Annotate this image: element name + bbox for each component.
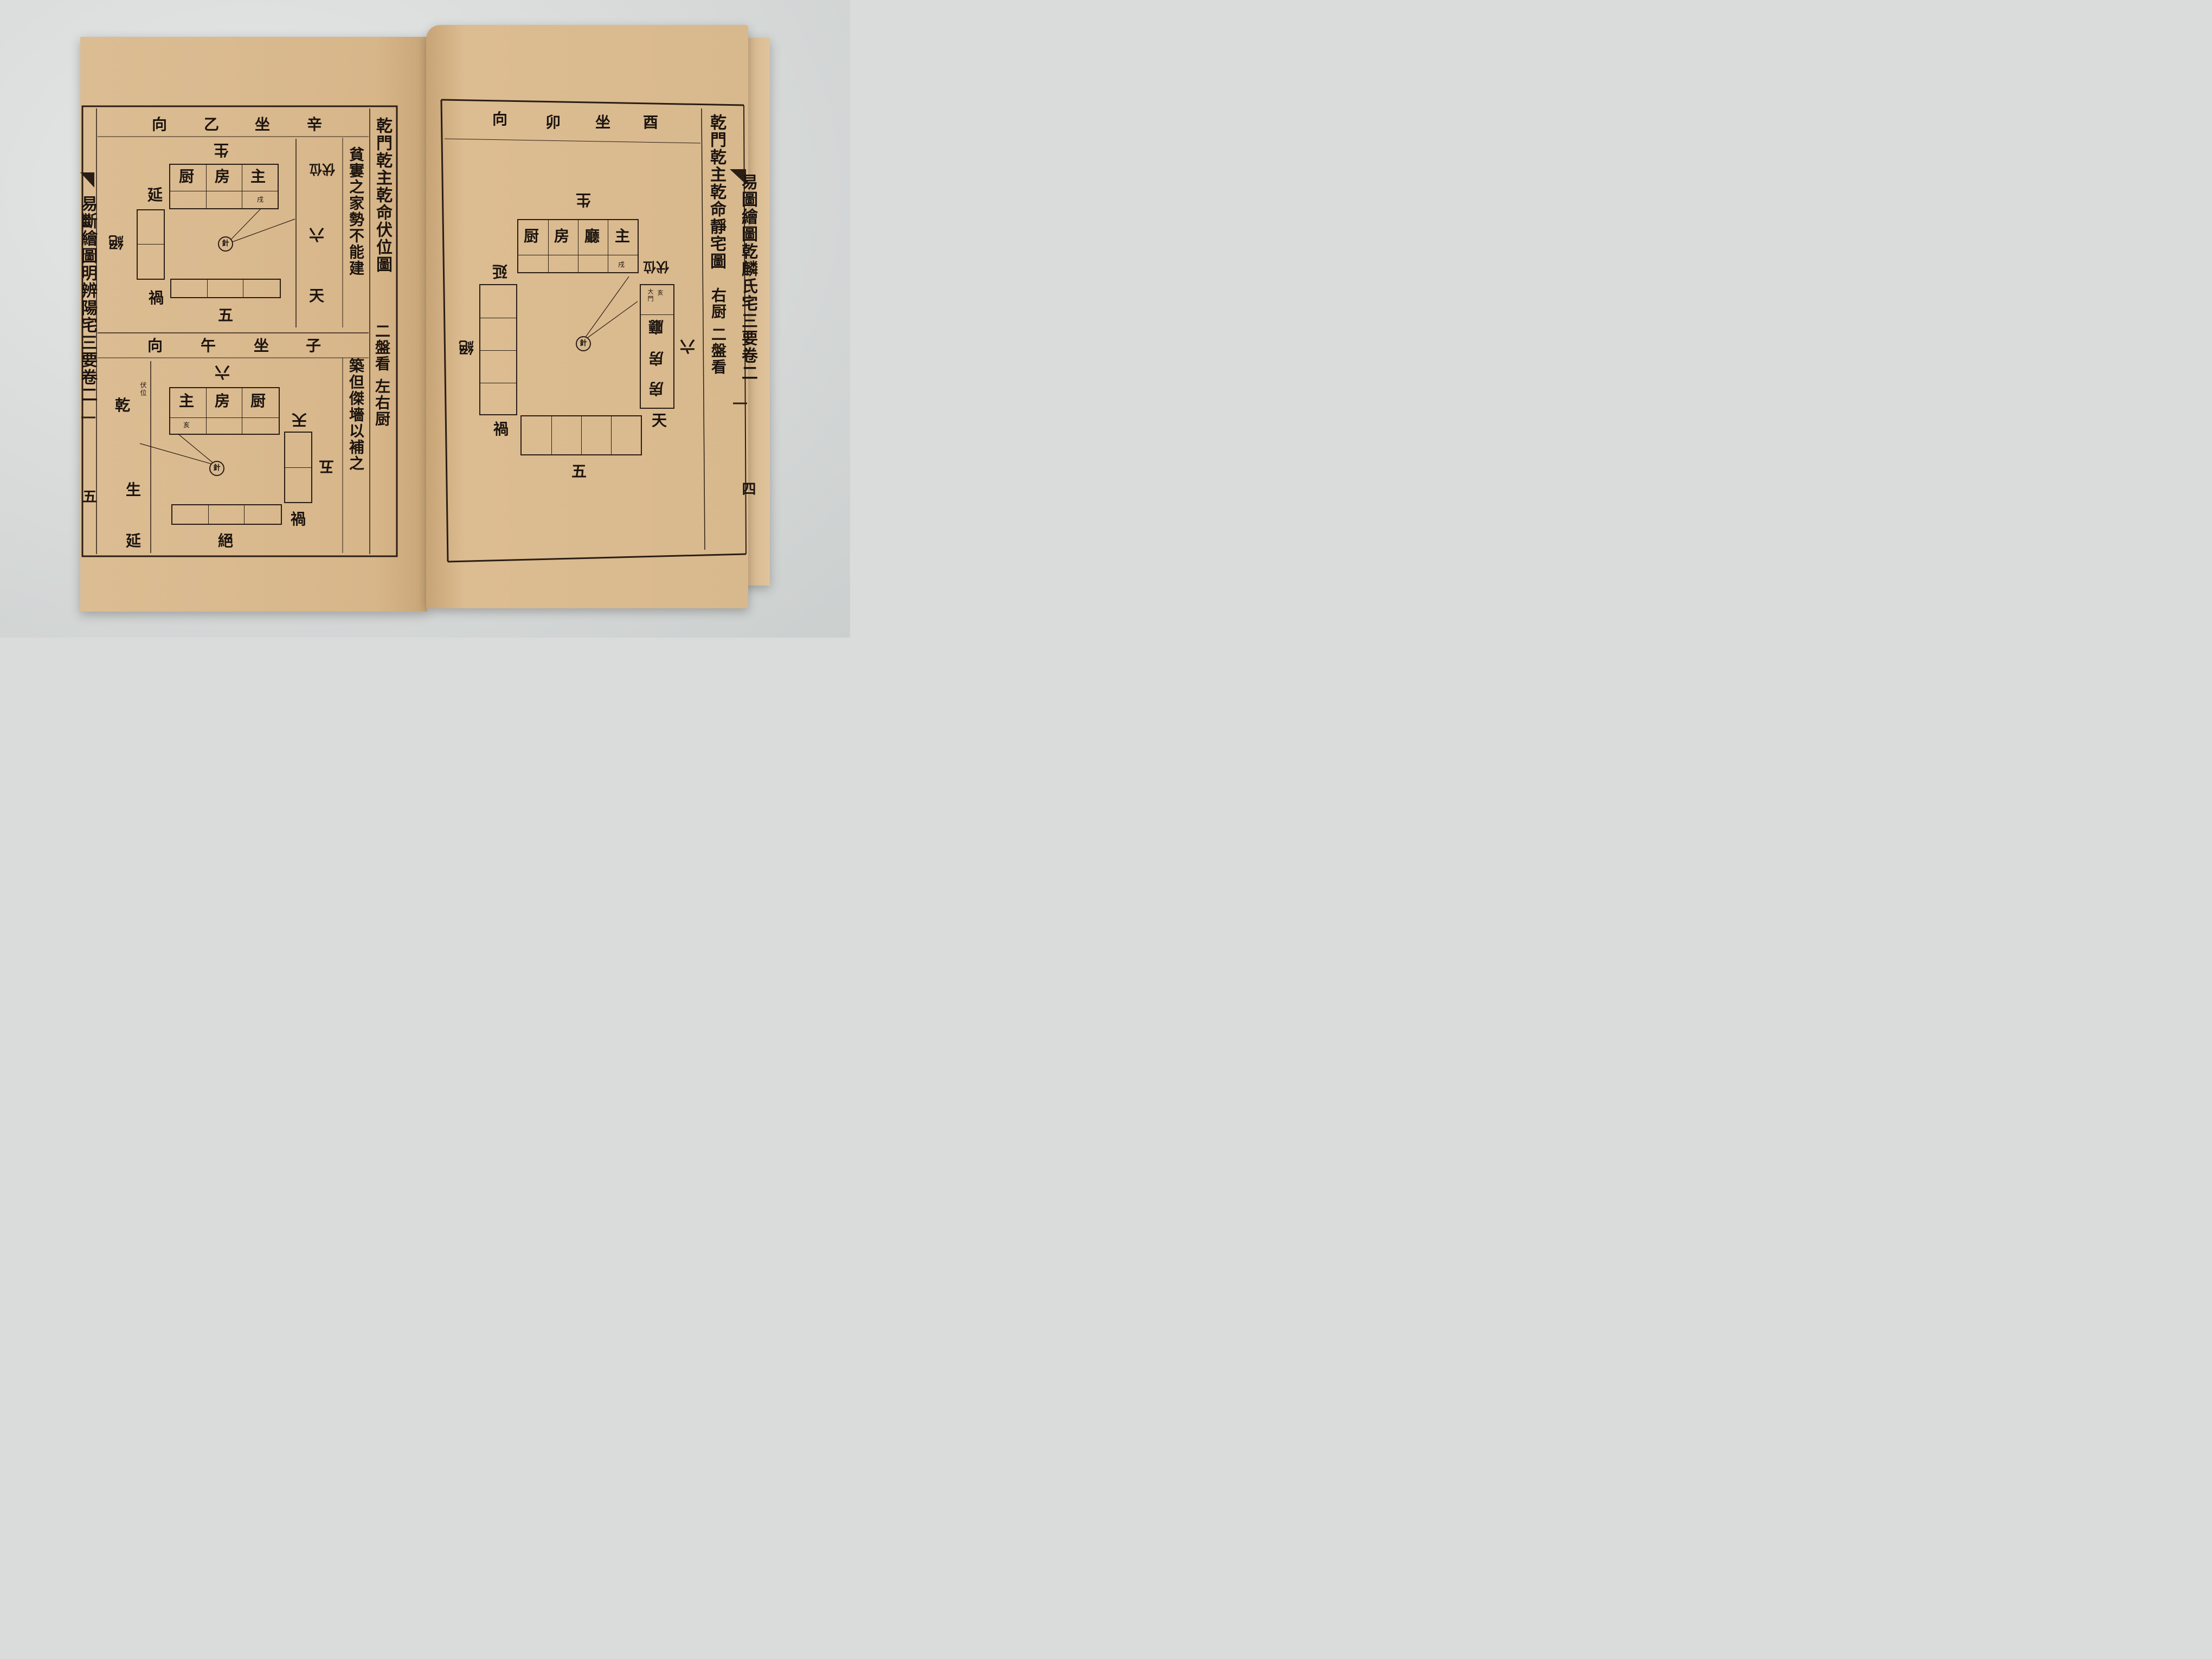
section1-commentary: 貧寠之家勢不能建 bbox=[347, 146, 365, 276]
r-label-right-top: 伏位 bbox=[643, 259, 669, 275]
r-bottom-bar bbox=[520, 415, 642, 455]
r-label-left-bottom: 禍 bbox=[493, 420, 509, 438]
s1-left-bar bbox=[137, 209, 165, 280]
r-room-bedroom: 房 bbox=[554, 227, 570, 245]
s1-room-row bbox=[169, 164, 279, 209]
s1-label-right-bottom: 天 bbox=[309, 287, 325, 305]
section1-subtitle: 二盤看 左右厨 bbox=[373, 323, 391, 427]
s2-compass-icon: 針 bbox=[209, 461, 224, 476]
s1-room-master: 主 bbox=[250, 168, 266, 185]
r-label-right-bottom: 天 bbox=[652, 411, 667, 429]
r-door-branch: 亥 bbox=[657, 290, 664, 297]
r-orient-4: 向 bbox=[492, 110, 508, 128]
left-page-number: 五 bbox=[80, 489, 97, 504]
r-side-rooms bbox=[640, 284, 674, 409]
r-room-kitchen: 厨 bbox=[524, 227, 539, 245]
s2-label-left-top-small: 伏位 bbox=[139, 382, 147, 397]
r-room-hall: 廳 bbox=[584, 227, 600, 245]
s2-room-bedroom: 房 bbox=[215, 392, 230, 410]
s2-room-master: 主 bbox=[179, 392, 195, 410]
s2-label-left-bottom: 延 bbox=[126, 532, 142, 550]
s1-branch-label: 戌 bbox=[257, 196, 264, 203]
r-side-room-3: 房 bbox=[648, 380, 664, 397]
r-door-label: 大門 bbox=[647, 288, 654, 303]
s1-room-kitchen: 厨 bbox=[179, 168, 195, 185]
r-side-room-2: 房 bbox=[648, 349, 664, 367]
s1-label-left-top: 延 bbox=[147, 186, 163, 204]
s1-label-left-bottom: 禍 bbox=[149, 289, 164, 307]
s2-branch-label: 亥 bbox=[183, 421, 190, 429]
r-label-left-top: 延 bbox=[492, 262, 508, 280]
left-page-rules bbox=[80, 105, 398, 557]
s1-compass-icon: 針 bbox=[218, 236, 233, 252]
s1-orient-2: 坐 bbox=[255, 115, 271, 133]
s1-room-bedroom: 房 bbox=[215, 168, 230, 185]
s1-orient-4: 向 bbox=[152, 115, 168, 133]
s2-room-kitchen: 厨 bbox=[250, 392, 266, 410]
left-running-title: 易斷繪圖明辨陽宅三要卷二 bbox=[78, 195, 97, 403]
r-orient-1: 酉 bbox=[643, 113, 659, 131]
r-orient-3: 卯 bbox=[545, 113, 561, 131]
s2-label-bottom: 絕 bbox=[218, 532, 234, 550]
r-label-left-mid: 絕 bbox=[459, 338, 474, 356]
r-label-bottom: 五 bbox=[571, 462, 587, 480]
s2-label-left-mid: 生 bbox=[126, 481, 142, 499]
section1-title: 乾門乾主乾命伏位圖 bbox=[373, 117, 392, 273]
r-compass-icon: 針 bbox=[576, 336, 591, 351]
right-running-title: 易圖繪圖乾麟氏宅三要卷二 bbox=[738, 173, 757, 382]
s1-bottom-bar bbox=[170, 279, 281, 298]
s2-orient-1: 子 bbox=[306, 337, 321, 355]
s2-bottom-bar bbox=[171, 504, 282, 525]
r-orient-2: 坐 bbox=[595, 113, 611, 131]
r-label-right-mid: 六 bbox=[680, 337, 696, 355]
s2-right-bar bbox=[284, 432, 312, 503]
r-label-top: 生 bbox=[576, 191, 591, 209]
r-room-row bbox=[517, 219, 639, 273]
s1-label-bottom: 五 bbox=[218, 306, 234, 324]
section2-commentary: 築但傑墻以補之 bbox=[347, 358, 365, 472]
r-room-master: 主 bbox=[615, 227, 631, 245]
s1-orient-3: 乙 bbox=[204, 115, 220, 133]
s2-label-left-top: 乾 bbox=[115, 396, 131, 414]
r-side-room-1: 廳 bbox=[648, 318, 664, 336]
r-branch-label: 戌 bbox=[618, 261, 625, 268]
right-title: 乾門乾主乾命靜宅圖 bbox=[707, 114, 726, 270]
s2-orient-3: 午 bbox=[201, 337, 216, 355]
s2-room-row bbox=[169, 387, 280, 435]
right-page-rules bbox=[440, 99, 747, 563]
s2-label-right-bottom: 禍 bbox=[291, 510, 306, 528]
s2-orient-2: 坐 bbox=[254, 337, 269, 355]
right-page-number: 四 bbox=[740, 481, 756, 497]
s1-orient-1: 辛 bbox=[307, 115, 323, 133]
right-subtitle: 右厨 二盤看 bbox=[709, 287, 727, 375]
r-left-bar bbox=[479, 284, 517, 415]
s2-orient-4: 向 bbox=[147, 337, 163, 355]
